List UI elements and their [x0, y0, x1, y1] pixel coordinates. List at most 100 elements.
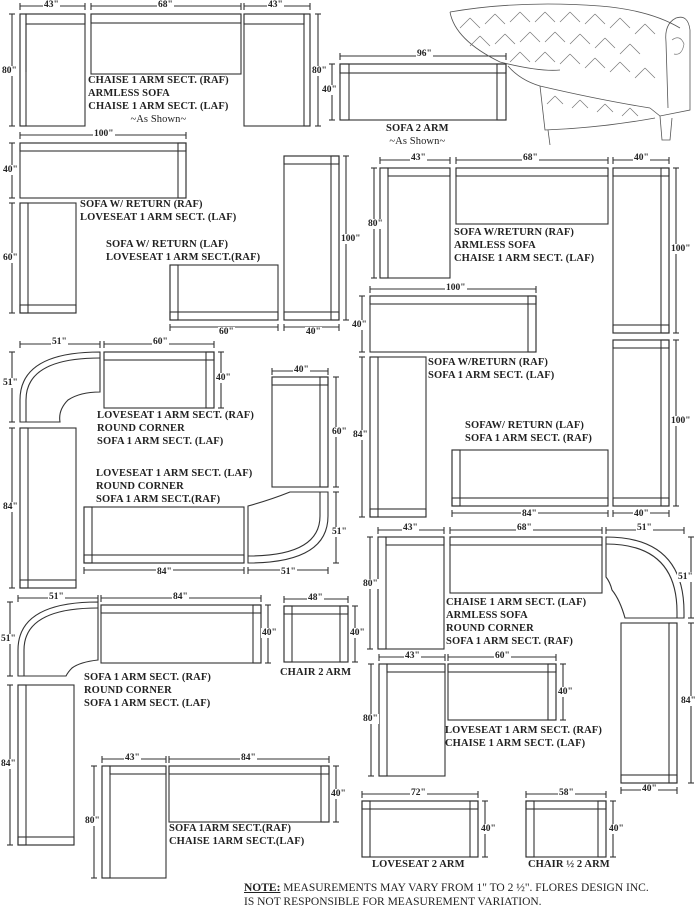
label-sofaw-return-laf: SOFAW/ RETURN (LAF) SOFA 1 ARM SECT. (RA… — [465, 419, 592, 445]
label-group-chaise-armless-chaise: CHAISE 1 ARM SECT. (RAF) ARMLESS SOFA CH… — [88, 74, 229, 126]
dimension: 84" — [0, 759, 17, 769]
dimension: 40" — [608, 824, 625, 834]
dimension: 80" — [311, 66, 328, 76]
label-line: SOFA W/ RETURN (LAF) — [106, 239, 229, 250]
measurement-note: NOTE: MEASUREMENTS MAY VARY FROM 1" TO 2… — [244, 881, 649, 909]
piece-armless-sofa-low — [449, 536, 603, 594]
chesterfield-sofa-illustration — [449, 3, 691, 146]
dimension: 40" — [557, 687, 574, 697]
dimension: 43" — [404, 651, 421, 661]
dimension: 84" — [2, 502, 19, 512]
piece-sofa-return-raf — [19, 142, 187, 199]
label-line: CHAISE 1ARM SECT.(LAF) — [169, 836, 305, 847]
dimension: 80" — [1, 66, 18, 76]
dimension: 100" — [340, 234, 362, 244]
piece-chaise-laf-right-low — [377, 536, 445, 650]
dimension: 60" — [218, 327, 235, 337]
dimension: 100" — [670, 244, 692, 254]
piece-armless-sofa-top — [90, 13, 242, 75]
dimension: 84" — [680, 696, 697, 706]
dimension: 40" — [293, 365, 310, 375]
label-line: ~As Shown~ — [389, 136, 446, 147]
label-line: CHAISE 1 ARM SECT. (LAF) — [445, 738, 586, 749]
dimension: 51" — [677, 572, 694, 582]
label-line: SOFA 1 ARM SECT. (RAF) — [84, 672, 211, 683]
label-chaise-armless-corner-sofa: CHAISE 1 ARM SECT. (LAF) ARMLESS SOFA RO… — [446, 596, 586, 648]
dimension: 51" — [48, 592, 65, 602]
label-sofa-2-arm: SOFA 2 ARM ~As Shown~ — [386, 122, 449, 148]
dimension: 40" — [2, 165, 19, 175]
dimension: 51" — [0, 634, 17, 644]
label-line: ~As Shown~ — [130, 114, 187, 125]
label-chair-half-2-arm: CHAIR ½ 2 ARM — [528, 858, 610, 871]
dimension: 40" — [641, 784, 658, 794]
dimension: 51" — [331, 527, 348, 537]
label-line: SOFA W/RETURN (RAF) — [454, 227, 574, 238]
label-line: SOFA W/RETURN (RAF) — [428, 357, 548, 368]
piece-sofa-return-wide — [369, 295, 537, 353]
dimension: 60" — [331, 427, 348, 437]
dimension: 60" — [494, 651, 511, 661]
dimension: 72" — [410, 788, 427, 798]
piece-sofa-1-arm-raf-bottom-2 — [168, 765, 330, 823]
label-chair-2-arm: CHAIR 2 ARM — [280, 666, 351, 679]
piece-loveseat-2-arm — [361, 800, 479, 858]
label-sofa-return-raf-loveseat: SOFA W/ RETURN (RAF) LOVESEAT 1 ARM SECT… — [80, 198, 236, 224]
piece-chaise-laf-lower-left — [101, 765, 167, 879]
label-line: SOFA 2 ARM — [386, 123, 449, 134]
piece-sofa-1-arm-raf-lower — [100, 604, 262, 664]
dimension: 40" — [321, 85, 338, 95]
note-heading: NOTE: — [244, 882, 281, 894]
dimension: 60" — [152, 337, 169, 347]
label-line: LOVESEAT 1 ARM SECT. (LAF) — [80, 212, 237, 223]
label-line: SOFA 1 ARM SECT. (RAF) — [446, 636, 573, 647]
label-line: CHAISE 1 ARM SECT. (LAF) — [88, 101, 229, 112]
label-sofa-raf-chaise-laf: SOFA 1ARM SECT.(RAF) CHAISE 1ARM SECT.(L… — [169, 822, 304, 848]
dimension: 58" — [558, 788, 575, 798]
label-loveseat-raf-chaise-laf: LOVESEAT 1 ARM SECT. (RAF) CHAISE 1 ARM … — [445, 724, 602, 750]
dimension: 40" — [330, 789, 347, 799]
dimension: 43" — [402, 523, 419, 533]
dimension: 84" — [156, 567, 173, 577]
dimension: 100" — [670, 416, 692, 426]
label-line: CHAIR ½ 2 ARM — [528, 859, 610, 870]
piece-round-corner-right — [605, 536, 685, 619]
piece-loveseat-laf-left — [19, 202, 77, 314]
label-sofa-corner-sofa-lower: SOFA 1 ARM SECT. (RAF) ROUND CORNER SOFA… — [84, 671, 211, 710]
label-line: LOVESEAT 1 ARM SECT. (RAF) — [445, 725, 602, 736]
label-line: ROUND CORNER — [96, 481, 184, 492]
dimension: 51" — [2, 378, 19, 388]
piece-sofa-1-arm-laf-left — [19, 427, 77, 589]
dimension: 40" — [351, 320, 368, 330]
piece-sofa-2-arm — [339, 63, 507, 121]
label-line: ARMLESS SOFA — [454, 240, 536, 251]
dimension: 43" — [43, 0, 60, 10]
label-line: ARMLESS SOFA — [446, 610, 528, 621]
label-sofa-return-laf-loveseat: SOFA W/ RETURN (LAF) LOVESEAT 1 ARM SECT… — [106, 238, 260, 264]
note-line-2: IS NOT RESPONSIBLE FOR MEASUREMENT VARIA… — [244, 896, 542, 908]
label-line: CHAISE 1 ARM SECT. (RAF) — [88, 75, 229, 86]
piece-round-corner-top-left — [19, 351, 101, 423]
piece-sofa-1-arm-raf-right — [620, 622, 678, 784]
piece-loveseat-raf-mid — [103, 351, 215, 409]
dimension: 80" — [84, 816, 101, 826]
piece-armless-sofa-mid — [455, 167, 609, 225]
piece-sofa-1-arm-raf-bottom — [83, 506, 245, 564]
dimension: 84" — [240, 753, 257, 763]
label-line: CHAISE 1 ARM SECT. (LAF) — [446, 597, 587, 608]
label-line: SOFA 1 ARM SECT. (RAF) — [465, 433, 592, 444]
label-line: CHAISE 1 ARM SECT. (LAF) — [454, 253, 595, 264]
piece-sofa-1-arm-laf-lower — [17, 684, 75, 846]
dimension: 51" — [636, 523, 653, 533]
label-line: CHAIR 2 ARM — [280, 667, 352, 678]
piece-chaise-raf-top — [19, 13, 86, 127]
piece-chair-2-arm — [283, 605, 349, 663]
dimension: 96" — [416, 49, 433, 59]
dimension: 68" — [522, 153, 539, 163]
dimension: 40" — [305, 327, 322, 337]
dimension: 40" — [633, 153, 650, 163]
label-line: ROUND CORNER — [446, 623, 534, 634]
piece-chaise-laf-top — [243, 13, 311, 127]
dimension: 48" — [307, 593, 324, 603]
label-loveseat-2-arm: LOVESEAT 2 ARM — [372, 858, 465, 871]
